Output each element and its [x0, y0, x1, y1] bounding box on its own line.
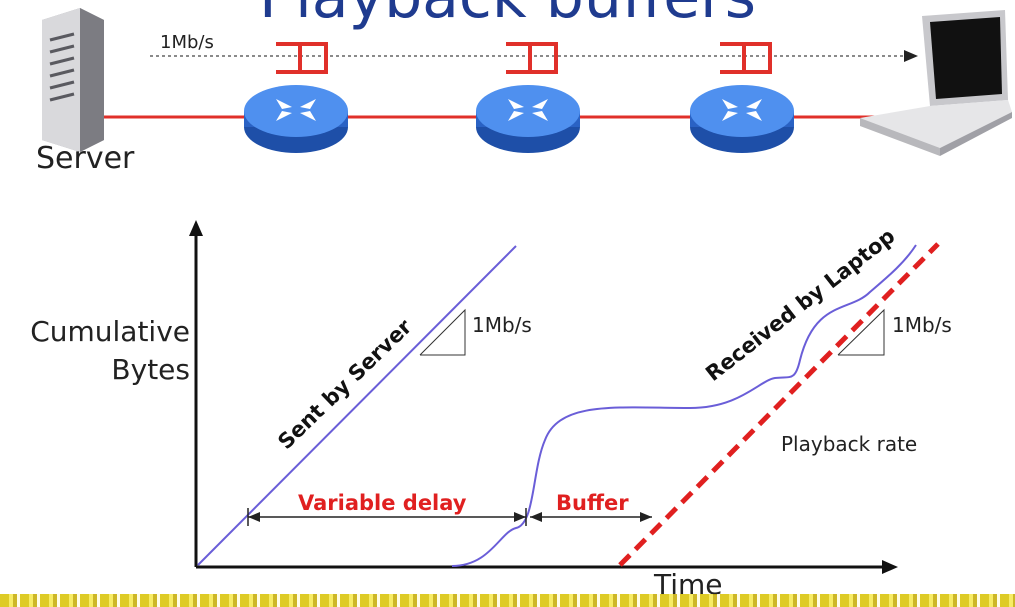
laptop-icon	[860, 10, 1012, 156]
queue-buffer-icon	[276, 42, 328, 74]
slope-label-playback: 1Mb/s	[892, 313, 952, 337]
y-axis-arrow	[189, 220, 203, 236]
variable-delay-label: Variable delay	[298, 491, 467, 515]
arrowhead	[514, 512, 526, 522]
subtitle-strip	[0, 594, 1015, 607]
sent-curve	[197, 245, 517, 566]
link-rate-label: 1Mb/s	[160, 32, 214, 53]
arrowhead	[640, 512, 652, 522]
slope-triangle-playback	[837, 308, 885, 356]
server-label: Server	[36, 141, 135, 176]
slope-triangle-server	[419, 308, 466, 356]
x-axis-arrow	[882, 560, 898, 574]
flow-arrow-head	[904, 50, 918, 62]
y-axis-label-line1: Cumulative	[30, 315, 190, 348]
playback-rate-label: Playback rate	[781, 432, 918, 456]
arrowhead	[248, 512, 260, 522]
y-axis-label-line2: Bytes	[111, 353, 190, 386]
buffer-label: Buffer	[556, 491, 629, 515]
y-axis-label: Cumulative Bytes	[0, 313, 190, 389]
router-icon	[244, 85, 348, 153]
server-icon	[42, 8, 104, 152]
arrowhead	[530, 512, 542, 522]
playback-rate-line	[618, 242, 940, 567]
queue-buffer-icon	[506, 42, 558, 74]
queue-buffer-icon	[720, 42, 772, 74]
router-icon	[476, 85, 580, 153]
received-curve	[451, 244, 917, 567]
slide-title: Playback buffers	[0, 0, 1015, 32]
slope-label-server: 1Mb/s	[472, 313, 532, 337]
network-diagram	[42, 8, 1012, 156]
router-icon	[690, 85, 794, 153]
